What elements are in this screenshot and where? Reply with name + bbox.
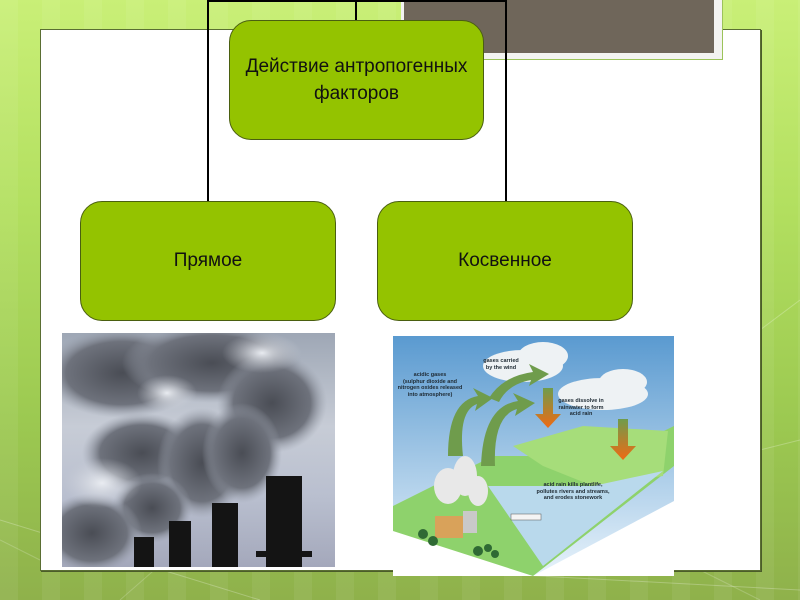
- connector-top: [208, 0, 507, 2]
- smokestacks-illustration: [62, 333, 327, 567]
- green-arrows: [448, 364, 549, 466]
- hills: [513, 426, 668, 486]
- smoke-clouds: [62, 333, 327, 567]
- label-acidic-gases: acidic gases (sulphur dioxide and nitrog…: [397, 372, 463, 398]
- acid-rain-image: acidic gases (sulphur dioxide and nitrog…: [393, 336, 674, 576]
- label-gases-dissolve: gases dissolve in rainwater to form acid…: [558, 398, 604, 417]
- connector-left: [207, 0, 209, 201]
- connector-right: [505, 0, 507, 201]
- label-acid-rain-effects: acid rain kills plantlife, pollutes rive…: [536, 482, 610, 501]
- node-indirect-label: Косвенное: [458, 250, 552, 271]
- node-anthropogenic-factors: Действие антропогенных факторов: [229, 20, 484, 140]
- node-direct: Прямое: [80, 201, 336, 321]
- smokestacks: [134, 476, 312, 567]
- factory: [435, 511, 477, 538]
- node-indirect: Косвенное: [377, 201, 633, 321]
- smokestacks-image: [62, 333, 335, 567]
- connector-root-stub: [355, 0, 357, 20]
- node-anthropogenic-factors-label: Действие антропогенных факторов: [245, 56, 468, 104]
- node-direct-label: Прямое: [173, 250, 243, 271]
- orange-arrows: [535, 388, 636, 460]
- label-gases-carried: gases carried by the wind: [483, 358, 519, 371]
- trees: [418, 529, 499, 558]
- ship: [510, 513, 542, 521]
- clouds: [483, 342, 648, 410]
- water: [488, 471, 663, 566]
- factory-smoke: [434, 456, 488, 506]
- acid-rain-illustration: [393, 336, 674, 576]
